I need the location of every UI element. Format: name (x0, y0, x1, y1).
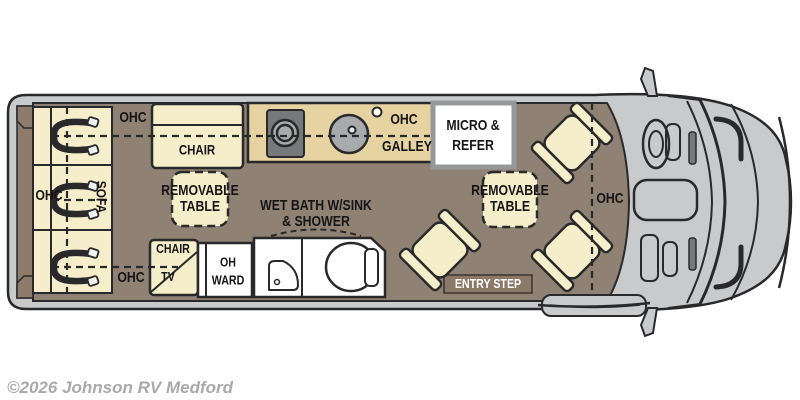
wet-bath-pointer (270, 228, 362, 237)
fold-out-dashed-lines (52, 103, 594, 293)
wiper-base-bottom (688, 237, 697, 271)
wiper-base-top (688, 131, 697, 165)
swivel-chair-mid (398, 208, 482, 292)
removable-table-right (481, 170, 539, 229)
micro-refer-cabinet (430, 100, 517, 170)
headlight-top (713, 116, 744, 162)
chair-top-label: CHAIR (178, 141, 216, 158)
toilet-icon (324, 241, 379, 293)
ohc-right-label: OHC (596, 189, 624, 207)
watermark: ©2026 Johnson RV Medford (7, 378, 234, 397)
a-pillar-bottom (667, 303, 701, 309)
oh-ward-cabinet (196, 241, 254, 299)
removable-table-left-label: REMOVABLE TABLE (161, 181, 239, 215)
center-console (632, 178, 699, 222)
ohc-galley-label: OHC (390, 110, 418, 128)
removable-table-right-line1: REMOVABLE (471, 181, 549, 199)
entry-step-label: ENTRY STEP (454, 275, 522, 291)
dash-vent-2 (662, 241, 678, 277)
headlight-bottom (713, 244, 744, 290)
micro-refer-label: MICRO & REFER (446, 116, 499, 157)
sink-icon (328, 106, 383, 155)
dash-vent-1 (640, 234, 659, 282)
shower-pan-icon (268, 260, 299, 291)
cab-seat-top (530, 101, 614, 185)
galley-label: GALLEY (382, 137, 432, 155)
ohc-top-label: OHC (119, 108, 147, 126)
oh-ward-line1: OH (220, 254, 236, 270)
removable-table-right-line2: TABLE (489, 198, 531, 215)
entry-step (443, 274, 533, 294)
door-step-well (537, 294, 651, 317)
dash-vent-3 (665, 123, 681, 161)
windshield-outer (698, 99, 727, 305)
micro-refer-line2: REFER (452, 137, 494, 154)
wet-bath (252, 236, 387, 299)
seatbelt-icon (50, 116, 100, 156)
oh-ward-label: OH WARD (212, 253, 245, 288)
micro-refer-line1: MICRO & (446, 116, 500, 134)
removable-table-left-line2: TABLE (179, 198, 221, 215)
sofa-label: SOFA (93, 180, 110, 214)
oh-ward-line2: WARD (211, 272, 245, 287)
mirror-bottom-icon (639, 307, 659, 338)
removable-table-left-line1: REMOVABLE (161, 181, 239, 199)
cab (632, 95, 792, 309)
stove-icon (266, 109, 305, 158)
galley-counter (246, 101, 435, 164)
steering-wheel-icon (641, 118, 671, 170)
bumper-line (777, 116, 792, 289)
removable-table-left (170, 170, 230, 228)
wet-bath-line2: & SHOWER (282, 213, 350, 230)
removable-table-right-label: REMOVABLE TABLE (471, 181, 549, 215)
cab-seat-bottom (530, 209, 614, 293)
ohc-left-label: OHC (35, 186, 63, 204)
ohc-bottom-label: OHC (117, 268, 145, 286)
faucet-icon (371, 106, 383, 118)
mirror-top-icon (639, 66, 659, 97)
wet-bath-label: WET BATH W/SINK & SHOWER (260, 196, 372, 230)
tv-label: TV (161, 268, 175, 284)
windshield-inner (686, 100, 714, 304)
chair-bottom-label: CHAIR (156, 240, 190, 256)
rear-storage (16, 105, 34, 299)
a-pillar-top (667, 95, 701, 101)
wet-bath-line1: WET BATH W/SINK (260, 196, 372, 214)
hood-line (730, 103, 760, 301)
